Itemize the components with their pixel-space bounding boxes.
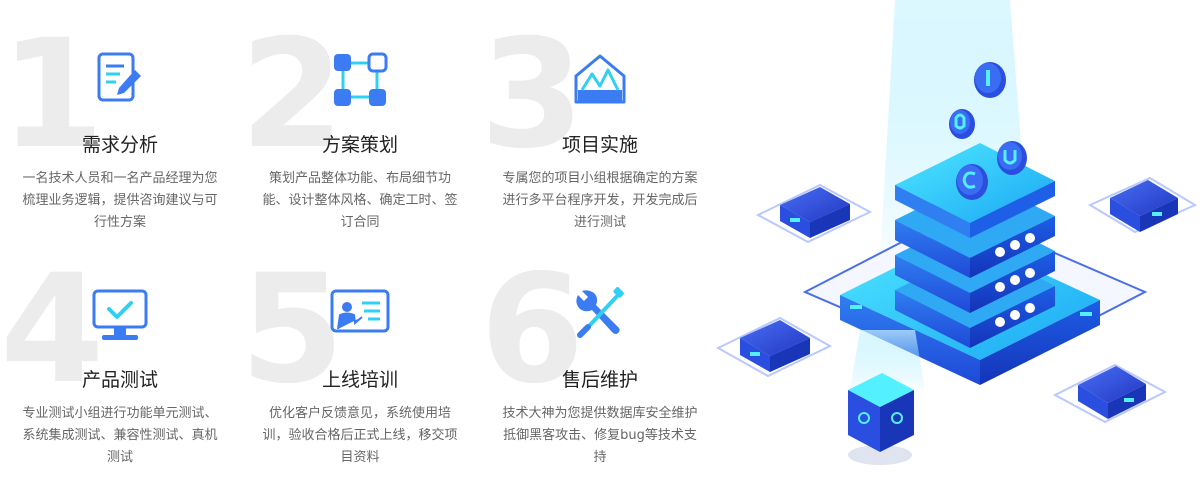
- floating-node: [755, 183, 873, 244]
- step-number: 2: [240, 8, 344, 182]
- step-description: 专属您的项目小组根据确定的方案进行多平台程序开发，开发完成后进行测试: [502, 171, 698, 230]
- step-number: 4: [0, 243, 104, 417]
- server-illustration: [715, 0, 1198, 465]
- step-number: 1: [0, 8, 104, 182]
- coin-icon: [956, 164, 988, 200]
- step-description: 技术大神为您提供数据库安全维护抵御黑客攻击、修复bug等技术支持: [502, 406, 698, 465]
- step-title: 需求分析: [81, 134, 158, 156]
- step-title: 售后维护: [561, 369, 638, 391]
- step-4: 4 产品测试 专业测试小组进行功能单元测试、系统集成测试、兼容性测试、真机测试: [0, 255, 240, 495]
- step-number: 3: [480, 8, 584, 182]
- glowing-cube: [848, 330, 925, 465]
- coin-icon: [974, 62, 1006, 98]
- step-title: 项目实施: [561, 134, 638, 156]
- nodes-icon: [334, 52, 388, 106]
- coin-icon: [949, 109, 975, 139]
- house-chart-icon: [574, 54, 626, 104]
- step-description: 策划产品整体功能、布局细节功能、设计整体风格、确定工时、签订合同: [262, 171, 458, 230]
- process-steps: 1 需求分析 一名技术人员和一名产品经理为您梳理业务逻辑，提供咨询建议与可行性方…: [0, 20, 720, 495]
- step-description: 专业测试小组进行功能单元测试、系统集成测试、兼容性测试、真机测试: [22, 406, 218, 465]
- floating-node: [1052, 363, 1168, 424]
- monitor-check-icon: [92, 289, 148, 340]
- step-number: 6: [480, 243, 584, 417]
- step-3: 3 项目实施 专属您的项目小组根据确定的方案进行多平台程序开发，开发完成后进行测…: [480, 20, 720, 260]
- step-description: 优化客户反馈意见，系统使用培训，验收合格后正式上线，移交项目资料: [262, 406, 458, 465]
- floating-node: [715, 316, 833, 378]
- step-5: 5 上线培训 优化客户反馈意见，系统使用培训，验收合格后正式上线，移交项目资料: [240, 255, 480, 495]
- step-description: 一名技术人员和一名产品经理为您梳理业务逻辑，提供咨询建议与可行性方案: [22, 171, 218, 230]
- step-2: 2 方案策划 策划产品整体功能、布局细节功能、设计整体风格、确定工时、签订合同: [240, 20, 480, 260]
- step-title: 方案策划: [321, 134, 398, 156]
- wrench-screwdriver-icon: [576, 287, 624, 338]
- step-1: 1 需求分析 一名技术人员和一名产品经理为您梳理业务逻辑，提供咨询建议与可行性方…: [0, 20, 240, 260]
- coin-icon: [997, 141, 1027, 175]
- step-6: 6 售后维护 技术大神为您提供数据库安全维护抵御黑客攻击、修复bug等技术支持: [480, 255, 720, 495]
- document-edit-icon: [97, 52, 141, 102]
- step-title: 上线培训: [321, 369, 398, 391]
- floating-node: [1087, 176, 1198, 234]
- step-title: 产品测试: [81, 369, 158, 391]
- presentation-icon: [330, 289, 390, 333]
- step-number: 5: [240, 243, 344, 417]
